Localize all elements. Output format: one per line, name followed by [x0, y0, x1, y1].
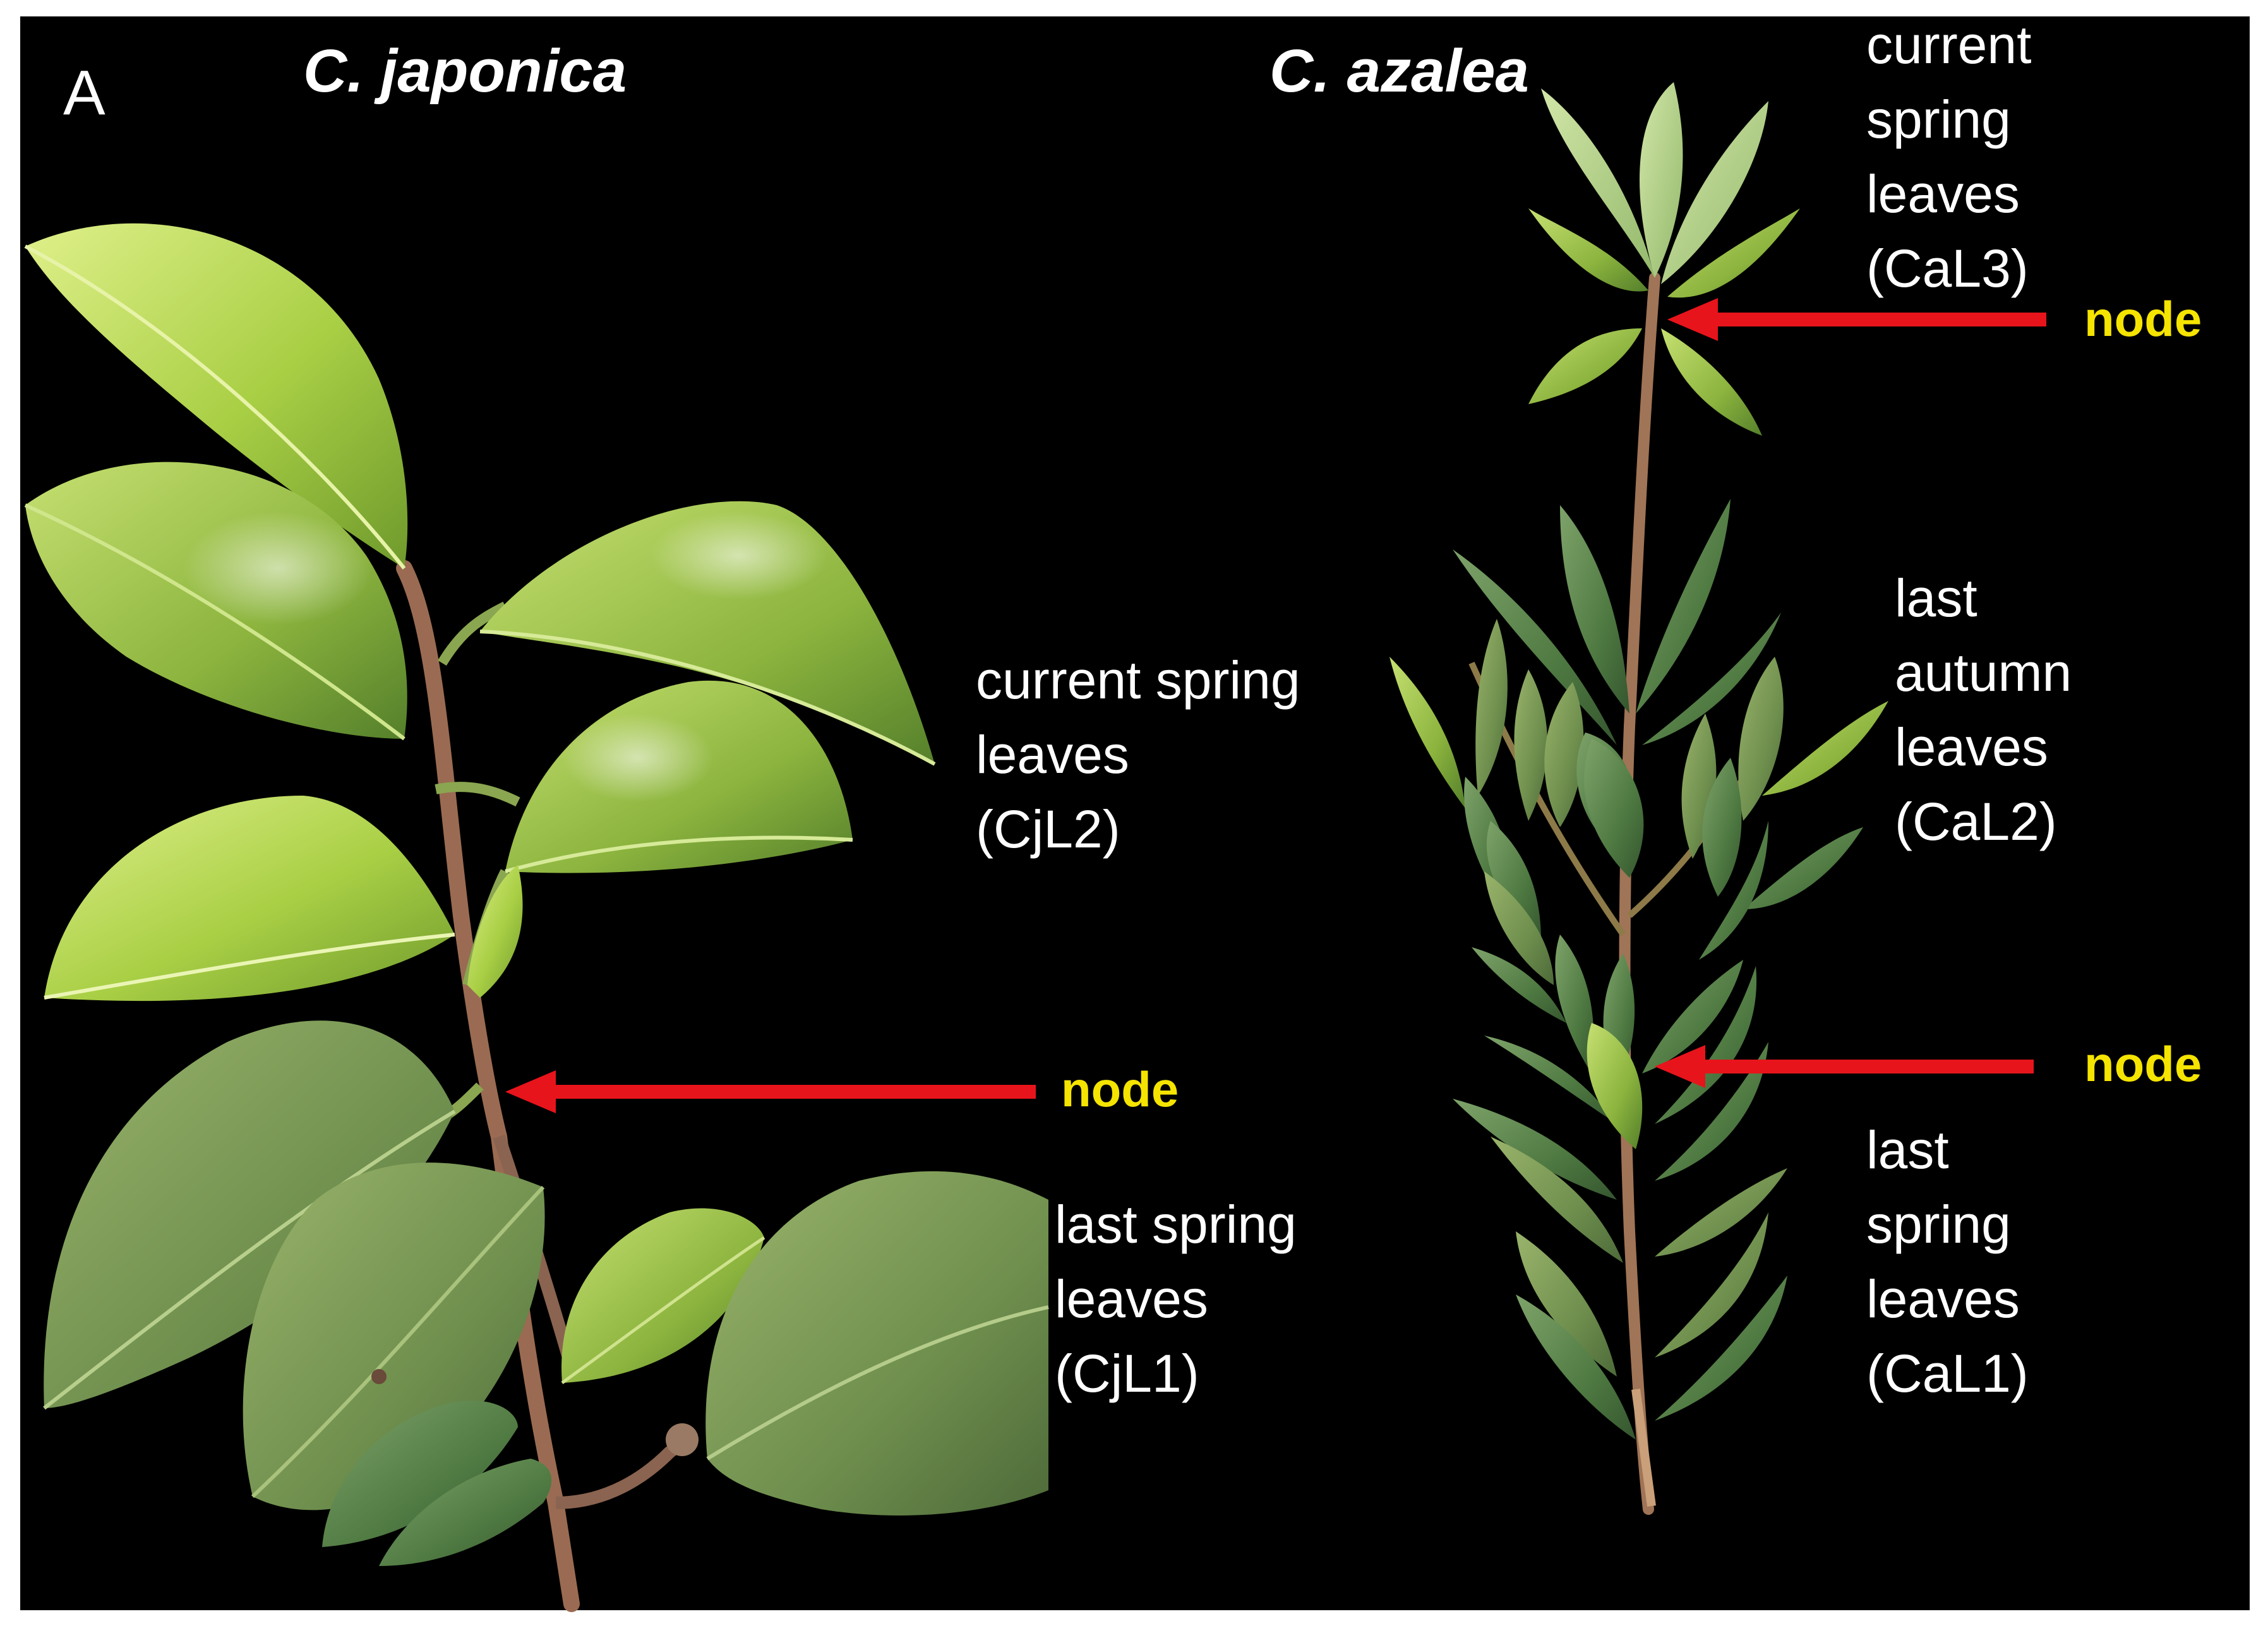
label-cjl2: current spring leaves (CjL2): [976, 650, 1300, 859]
node-label-japonica: node: [1061, 1061, 1179, 1117]
node-label-azalea-bottom: node: [2084, 1036, 2202, 1092]
species-name-japonica: C. japonica: [303, 37, 627, 105]
label-cal1: last spring leaves (CaL1): [1866, 1120, 2029, 1403]
label-cal3: current spring leaves (CaL3): [1866, 15, 2032, 298]
node-arrow-azalea-bottom: [1655, 1045, 2034, 1088]
node-arrow-japonica: [505, 1070, 1036, 1113]
species-name-azalea: C. azalea: [1269, 37, 1529, 105]
label-cjl1: last spring leaves (CjL1): [1055, 1195, 1297, 1403]
camellia-azalea-branch: [1389, 82, 1888, 1515]
node-arrow-azalea-top: [1667, 298, 2046, 341]
panel-label: A: [63, 57, 105, 128]
camellia-japonica-branch: [24, 223, 1049, 1612]
label-cal2: last autumn leaves (CaL2): [1895, 568, 2072, 851]
node-label-azalea-top: node: [2084, 291, 2202, 347]
